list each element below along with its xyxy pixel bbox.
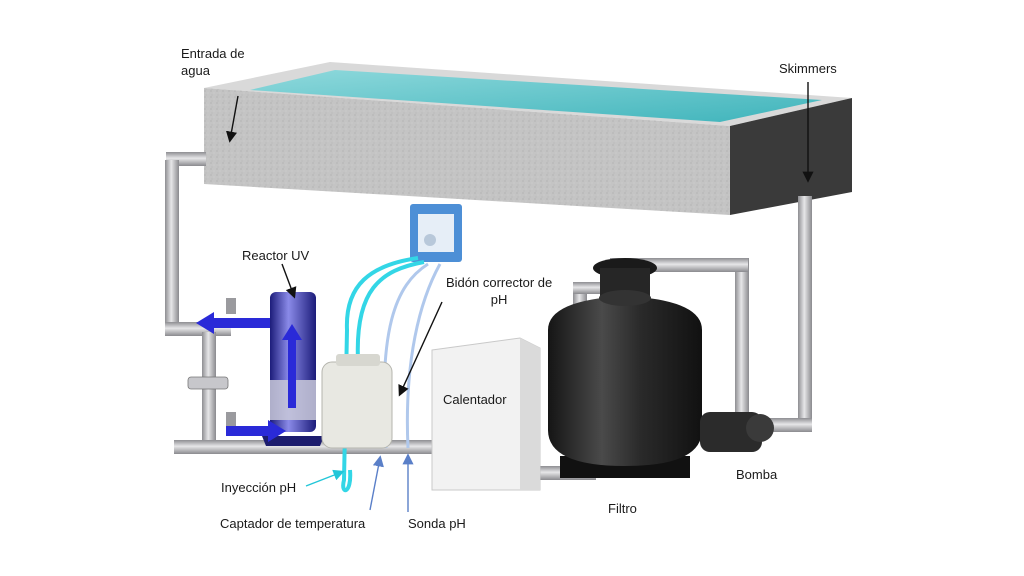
heater — [431, 337, 541, 491]
label-inyeccion-ph: Inyección pH — [221, 480, 297, 495]
label-bidon-line1: Bidón corrector de — [446, 275, 553, 290]
label-bidon-corrector-ph: Bidón corrector de pH — [446, 274, 552, 308]
label-captador-temperatura: Captador de temperatura — [220, 516, 366, 531]
label-entrada-de-agua: Entrada de agua — [181, 45, 245, 79]
label-filtro: Filtro — [608, 501, 637, 516]
pool — [204, 62, 852, 215]
label-entrada-line2: agua — [181, 63, 210, 78]
uv-reactor — [196, 292, 324, 446]
label-bomba: Bomba — [736, 467, 778, 482]
label-skimmers: Skimmers — [779, 61, 837, 76]
sand-filter — [548, 258, 702, 478]
hoses — [341, 256, 442, 493]
label-calentador: Calentador — [443, 392, 507, 407]
pool-water — [250, 70, 822, 122]
label-entrada-line1: Entrada de — [181, 46, 245, 61]
ph-controller — [410, 204, 462, 262]
pump — [700, 412, 774, 452]
label-reactor-uv: Reactor UV — [242, 248, 310, 263]
leader-lines — [225, 82, 814, 512]
label-sonda-ph: Sonda pH — [408, 516, 466, 531]
label-bidon-line2: pH — [490, 292, 508, 307]
ph-tank — [321, 354, 393, 449]
